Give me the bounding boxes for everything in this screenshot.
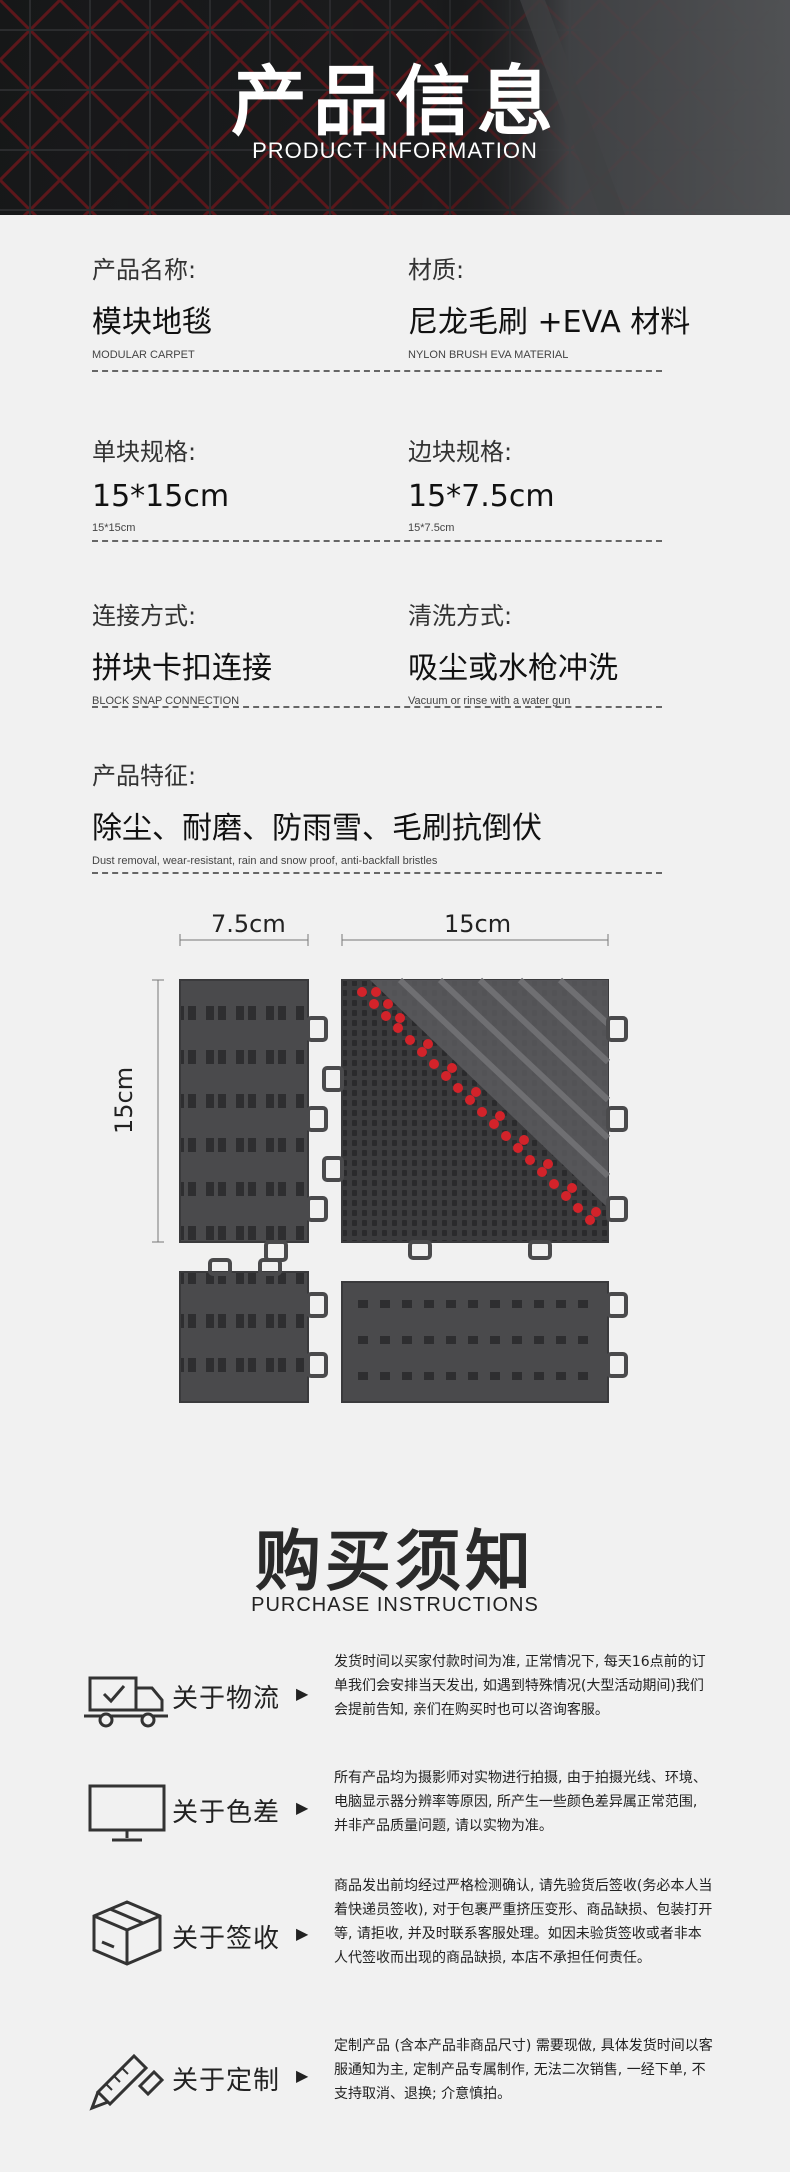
- material-field: 材质: 尼龙毛刷 +EVA 材料 NYLON BRUSH EVA MATERIA…: [408, 250, 690, 361]
- features-en: Dust removal, wear-resistant, rain and s…: [92, 855, 438, 867]
- features-field: 产品特征: 除尘、耐磨、防雨雪、毛刷抗倒伏 Dust removal, wear…: [92, 756, 542, 867]
- connection-label: 连接方式:: [92, 602, 197, 630]
- divider: [92, 540, 662, 542]
- purchase-title: 购买须知: [255, 1523, 535, 1600]
- purchase-item-label: 关于定制: [172, 2066, 281, 2096]
- divider: [92, 370, 662, 372]
- purchase-item-text: 商品发出前均经过严格检测确认, 请先验货后签收(务必本人当着快递员签收), 对于…: [334, 1878, 713, 1966]
- purchase-item-receipt: 关于签收 ▶ 商品发出前均经过严格检测确认, 请先验货后签收(务必本人当着快递员…: [0, 1874, 790, 2004]
- connection-value: 拼块卡扣连接: [92, 651, 272, 686]
- cleaning-label: 清洗方式:: [408, 602, 513, 630]
- carpet-background-image: [0, 0, 790, 215]
- material-label: 材质:: [408, 256, 465, 284]
- unit-size-en: 15*15cm: [92, 522, 136, 534]
- product-name-en: MODULAR CARPET: [92, 349, 195, 361]
- purchase-item-label: 关于签收: [172, 1924, 281, 1954]
- unit-size-value: 15*15cm: [92, 479, 230, 514]
- carpet-tiles-image: 7.5cm 15cm 15cm: [110, 910, 628, 1403]
- purchase-item-text: 所有产品均为摄影师对实物进行拍摄, 由于拍摄光线、环境、电脑显示器分辨率等原因,…: [334, 1770, 707, 1834]
- purchase-item-label: 关于物流: [172, 1684, 281, 1714]
- arrow-right-icon: ▶: [296, 2066, 309, 2085]
- dimension-label-height: 15cm: [110, 1067, 138, 1134]
- dimension-figure: 7.5cm 15cm 15cm: [110, 908, 670, 1418]
- edge-size-field: 边块规格: 15*7.5cm 15*7.5cm: [408, 432, 555, 534]
- package-icon: [92, 1900, 162, 1966]
- edge-size-label: 边块规格:: [408, 438, 513, 466]
- cleaning-field: 清洗方式: 吸尘或水枪冲洗 Vacuum or rinse with a wat…: [408, 596, 618, 707]
- cleaning-en: Vacuum or rinse with a water gun: [408, 695, 571, 707]
- edge-size-value: 15*7.5cm: [408, 479, 555, 514]
- divider: [92, 706, 662, 708]
- product-name-label: 产品名称:: [92, 256, 197, 284]
- truck-icon: [84, 1676, 168, 1728]
- purchase-item-color: 关于色差 ▶ 所有产品均为摄影师对实物进行拍摄, 由于拍摄光线、环境、电脑显示器…: [0, 1764, 790, 1864]
- material-en: NYLON BRUSH EVA MATERIAL: [408, 349, 569, 361]
- dimension-label-small-width: 7.5cm: [211, 910, 286, 938]
- cleaning-value: 吸尘或水枪冲洗: [408, 651, 618, 686]
- features-label: 产品特征:: [92, 762, 197, 790]
- page-subtitle: PRODUCT INFORMATION: [252, 138, 538, 163]
- purchase-item-text: 定制产品 (含本产品非商品尺寸) 需要现做, 具体发货时间以客服通知为主, 定制…: [334, 2038, 713, 2102]
- unit-size-field: 单块规格: 15*15cm 15*15cm: [92, 432, 229, 534]
- connection-field: 连接方式: 拼块卡扣连接 BLOCK SNAP CONNECTION: [92, 596, 272, 707]
- dimension-label-large-width: 15cm: [444, 910, 511, 938]
- arrow-right-icon: ▶: [296, 1924, 309, 1943]
- features-value: 除尘、耐磨、防雨雪、毛刷抗倒伏: [92, 811, 542, 846]
- edge-size-en: 15*7.5cm: [408, 522, 455, 534]
- divider: [92, 872, 662, 874]
- pencil-ruler-icon: [89, 2053, 165, 2111]
- page-title: 产品信息: [231, 57, 559, 146]
- arrow-right-icon: ▶: [296, 1798, 309, 1817]
- purchase-item-label: 关于色差: [172, 1798, 281, 1828]
- material-value: 尼龙毛刷 +EVA 材料: [408, 305, 691, 340]
- purchase-item-logistics: 关于物流 ▶ 发货时间以买家付款时间为准, 正常情况下, 每天16点前的订单我们…: [0, 1650, 790, 1750]
- purchase-item-text: 发货时间以买家付款时间为准, 正常情况下, 每天16点前的订单我们会安排当天发出…: [334, 1654, 706, 1718]
- banner: 产品信息 PRODUCT INFORMATION: [0, 0, 790, 215]
- product-name-field: 产品名称: 模块地毯 MODULAR CARPET: [92, 250, 212, 361]
- connection-en: BLOCK SNAP CONNECTION: [92, 695, 240, 707]
- product-name-value: 模块地毯: [92, 305, 212, 340]
- purchase-subtitle: PURCHASE INSTRUCTIONS: [251, 1594, 539, 1616]
- unit-size-label: 单块规格:: [92, 438, 197, 466]
- purchase-item-custom: 关于定制 ▶ 定制产品 (含本产品非商品尺寸) 需要现做, 具体发货时间以客服通…: [0, 2030, 790, 2130]
- monitor-icon: [88, 1784, 166, 1842]
- arrow-right-icon: ▶: [296, 1684, 309, 1703]
